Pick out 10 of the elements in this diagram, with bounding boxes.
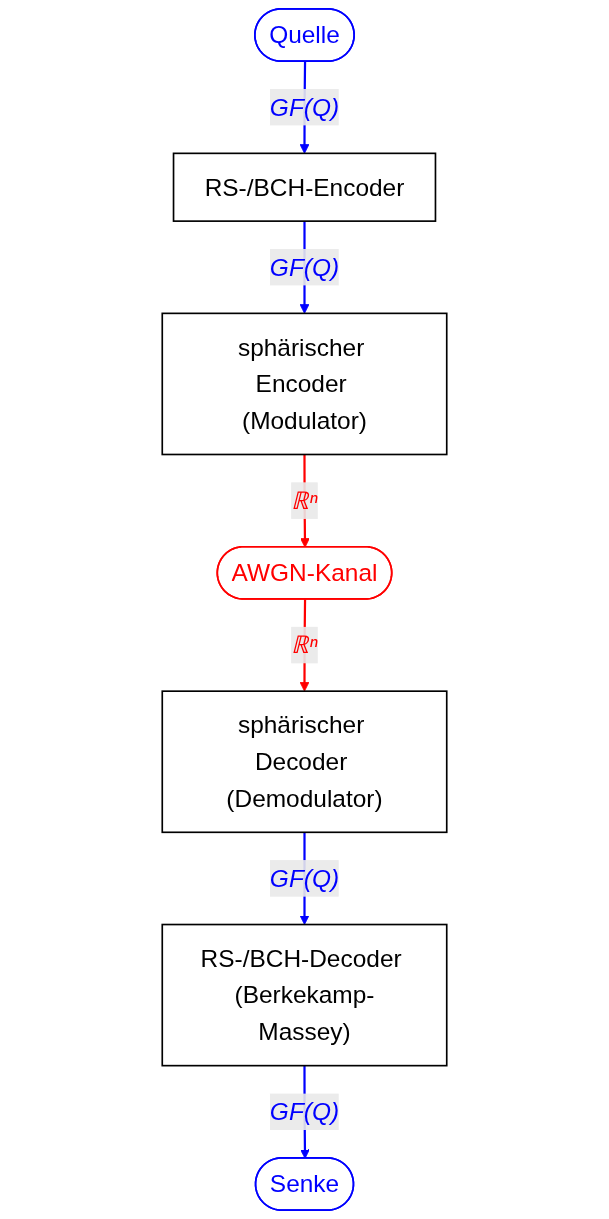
node-box: sphärischer Encoder (Modulator) — [161, 312, 448, 456]
edge-label: ℝⁿ — [291, 486, 318, 515]
edge-label: GF(Q) — [269, 864, 340, 893]
edge-label: GF(Q) — [269, 93, 340, 122]
edge-label: ℝⁿ — [291, 631, 318, 659]
node-box: RS-/BCH-Decoder (Berkekamp-Massey) — [161, 923, 448, 1067]
edge-label: GF(Q) — [269, 1097, 340, 1126]
node-box: RS-/BCH-Encoder — [172, 152, 437, 222]
node-box: sphärischer Decoder (Demodulator) — [161, 690, 448, 834]
edge-label: GF(Q) — [269, 253, 340, 282]
